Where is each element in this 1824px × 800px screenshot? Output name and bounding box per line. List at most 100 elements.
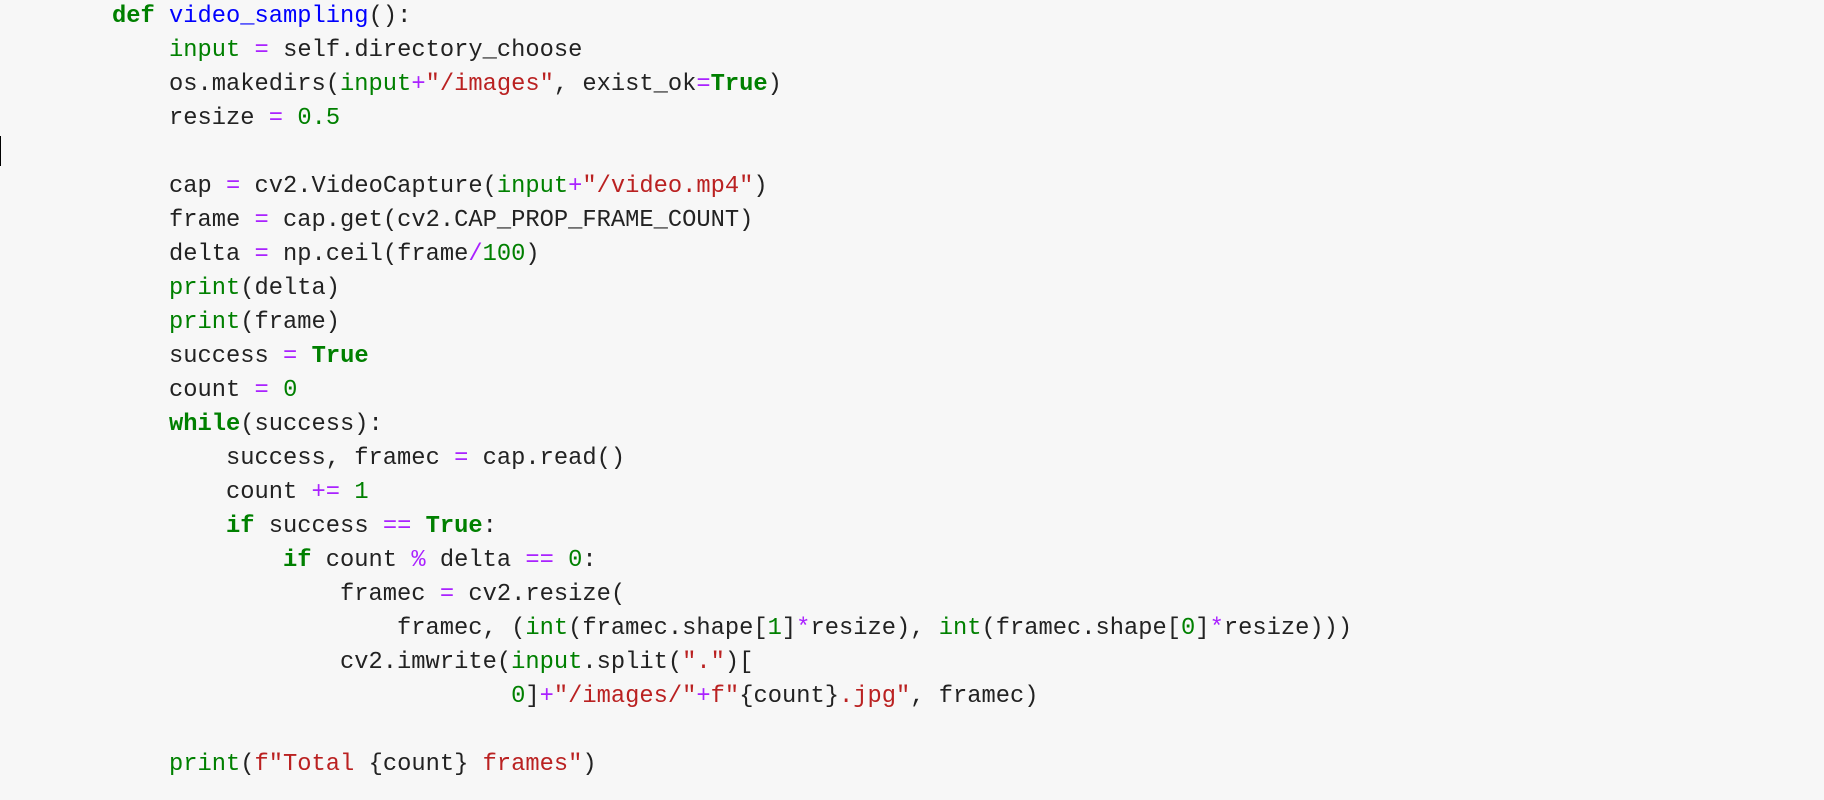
code-line[interactable]: frame = cap.get(cv2.CAP_PROP_FRAME_COUNT… bbox=[112, 204, 1352, 238]
operator-token: + bbox=[539, 683, 554, 710]
builtin-constant-token: True bbox=[710, 71, 768, 98]
indent bbox=[112, 105, 169, 132]
code-text-token: success bbox=[169, 343, 284, 370]
code-text-token bbox=[411, 513, 425, 540]
code-text-token: cv2.imwrite( bbox=[340, 649, 512, 676]
builtin-token: input bbox=[340, 71, 412, 98]
code-line[interactable]: print(f"Total {count} frames") bbox=[112, 748, 1352, 782]
builtin-token: print bbox=[169, 309, 241, 336]
keyword-token: def bbox=[112, 3, 155, 30]
code-text-token: frame bbox=[169, 207, 255, 234]
code-text-token: .split( bbox=[582, 649, 683, 676]
code-text-token: ) bbox=[582, 751, 597, 778]
code-line[interactable]: framec = cv2.resize( bbox=[112, 578, 1352, 612]
operator-token: == bbox=[382, 513, 412, 540]
builtin-token: int bbox=[938, 615, 982, 642]
text-cursor bbox=[0, 136, 1, 166]
code-text-token: delta bbox=[425, 547, 526, 574]
number-token: 0.5 bbox=[297, 105, 341, 132]
indent bbox=[112, 37, 169, 64]
code-text-token: resize bbox=[169, 105, 269, 132]
code-line[interactable]: while(success): bbox=[112, 408, 1352, 442]
indent bbox=[112, 71, 169, 98]
code-text-token: success bbox=[254, 513, 383, 540]
code-text-token: ] bbox=[781, 615, 797, 642]
code-text-token: cap.read() bbox=[468, 445, 626, 472]
code-text-token: (framec.shape[ bbox=[981, 615, 1182, 642]
operator-token: = bbox=[268, 105, 284, 132]
code-text-token bbox=[297, 343, 311, 370]
code-line[interactable]: cap = cv2.VideoCapture(input+"/video.mp4… bbox=[112, 170, 1352, 204]
string-token: "/images/" bbox=[553, 683, 697, 710]
code-line[interactable]: input = self.directory_choose bbox=[112, 34, 1352, 68]
string-token: f"Total bbox=[254, 751, 369, 778]
builtin-token: print bbox=[169, 751, 241, 778]
code-line[interactable]: success = True bbox=[112, 340, 1352, 374]
operator-token: * bbox=[1209, 615, 1224, 642]
code-line[interactable]: if count % delta == 0: bbox=[112, 544, 1352, 578]
indent bbox=[112, 683, 511, 710]
code-text-token: ] bbox=[1195, 615, 1210, 642]
code-text-token: : bbox=[582, 547, 597, 574]
string-token: frames" bbox=[468, 751, 583, 778]
code-text-token bbox=[340, 479, 354, 506]
code-text-token: ] bbox=[525, 683, 540, 710]
code-line[interactable]: if success == True: bbox=[112, 510, 1352, 544]
indent bbox=[112, 547, 283, 574]
builtin-token: input bbox=[169, 37, 241, 64]
code-text-token: {count} bbox=[739, 683, 839, 710]
number-token: 0 bbox=[568, 547, 583, 574]
code-text-token: , framec) bbox=[910, 683, 1039, 710]
code-line[interactable]: os.makedirs(input+"/images", exist_ok=Tr… bbox=[112, 68, 1352, 102]
operator-token: = bbox=[439, 581, 455, 608]
code-text-token: (success): bbox=[240, 411, 383, 438]
builtin-constant-token: True bbox=[311, 343, 369, 370]
operator-token: = bbox=[254, 37, 269, 64]
code-text-token bbox=[283, 105, 297, 132]
code-line[interactable]: framec, (int(framec.shape[1]*resize), in… bbox=[112, 612, 1352, 646]
code-line[interactable]: print(frame) bbox=[112, 306, 1352, 340]
code-line[interactable]: resize = 0.5 bbox=[112, 102, 1352, 136]
keyword-token: if bbox=[226, 513, 255, 540]
code-line[interactable] bbox=[112, 136, 1352, 170]
number-token: 1 bbox=[767, 615, 782, 642]
code-line[interactable]: 0]+"/images/"+f"{count}.jpg", framec) bbox=[112, 680, 1352, 714]
code-line[interactable]: delta = np.ceil(frame/100) bbox=[112, 238, 1352, 272]
code-text-token: cap.get(cv2.CAP_PROP_FRAME_COUNT) bbox=[268, 207, 754, 234]
code-text-token bbox=[554, 547, 568, 574]
code-text-token: count bbox=[226, 479, 312, 506]
indent bbox=[112, 343, 169, 370]
code-editor[interactable]: def video_sampling(): input = self.direc… bbox=[112, 0, 1352, 782]
code-line[interactable]: cv2.imwrite(input.split(".")[ bbox=[112, 646, 1352, 680]
builtin-token: print bbox=[169, 275, 241, 302]
indent bbox=[112, 207, 169, 234]
code-text-token: , exist_ok bbox=[553, 71, 697, 98]
code-line[interactable]: def video_sampling(): bbox=[112, 0, 1352, 34]
code-line[interactable]: count = 0 bbox=[112, 374, 1352, 408]
code-text-token: cv2.VideoCapture( bbox=[240, 173, 497, 200]
code-line[interactable]: count += 1 bbox=[112, 476, 1352, 510]
string-token: "." bbox=[682, 649, 725, 676]
indent bbox=[112, 479, 226, 506]
indent bbox=[112, 241, 169, 268]
indent bbox=[112, 275, 169, 302]
operator-token: == bbox=[525, 547, 554, 574]
code-text-token: count bbox=[311, 547, 412, 574]
code-text-token bbox=[269, 377, 283, 404]
builtin-constant-token: True bbox=[425, 513, 483, 540]
operator-token: = bbox=[254, 241, 269, 268]
code-line[interactable] bbox=[112, 714, 1352, 748]
code-text-token: cap bbox=[169, 173, 227, 200]
code-text-token: (): bbox=[368, 3, 412, 30]
code-line[interactable]: print(delta) bbox=[112, 272, 1352, 306]
code-text-token: resize), bbox=[810, 615, 939, 642]
code-line[interactable]: success, framec = cap.read() bbox=[112, 442, 1352, 476]
code-text-token: os.makedirs( bbox=[169, 71, 341, 98]
code-text-token: : bbox=[482, 513, 497, 540]
indent bbox=[112, 411, 169, 438]
code-text-token: success, framec bbox=[226, 445, 455, 472]
operator-token: = bbox=[696, 71, 711, 98]
operator-token: = bbox=[226, 173, 241, 200]
operator-token: += bbox=[311, 479, 341, 506]
number-token: 0 bbox=[1181, 615, 1196, 642]
